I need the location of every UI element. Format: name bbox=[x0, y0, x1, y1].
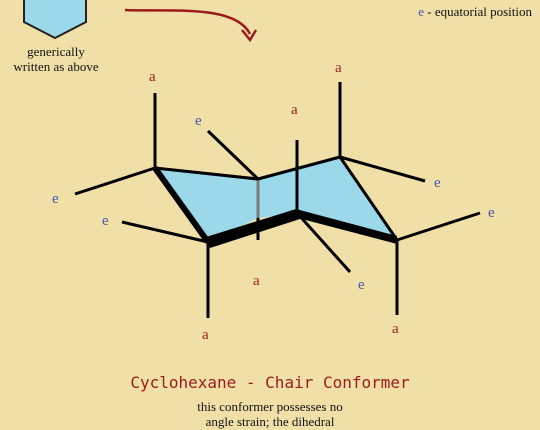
axial-label-4: a bbox=[291, 102, 298, 118]
equatorial-label-6: e bbox=[488, 205, 495, 221]
ring-bond-front-wedge bbox=[206, 209, 300, 248]
equatorial-label-1: e bbox=[52, 191, 59, 207]
diagram-title: Cyclohexane - Chair Conformer bbox=[130, 373, 410, 392]
legend-text: - equatorial position bbox=[424, 4, 532, 19]
equatorial-label-4: e bbox=[358, 277, 365, 293]
legend-symbol: e bbox=[418, 4, 425, 19]
equatorial-bond-6 bbox=[396, 211, 481, 242]
hexagon-icon bbox=[23, 0, 87, 40]
ring-bond-2 bbox=[257, 155, 341, 181]
arrow-head bbox=[241, 29, 258, 43]
ring-face-right bbox=[258, 157, 397, 240]
hexagon-caption: generically written as above bbox=[6, 44, 106, 74]
equatorial-bond-4 bbox=[295, 211, 352, 274]
legend: e - equatorial position bbox=[418, 4, 532, 19]
diagram-subtitle-line2: angle strain; the dihedral bbox=[205, 414, 335, 429]
hexagon-caption-line1: generically bbox=[27, 44, 85, 59]
axial-label-5: a bbox=[335, 60, 342, 76]
chair-diagram: a a a a a a e e e e e e bbox=[23, 0, 495, 343]
equatorial-bond-2 bbox=[121, 220, 209, 244]
equatorial-label-3: e bbox=[195, 113, 202, 129]
ring-bond-4 bbox=[152, 166, 211, 244]
axial-label-3: a bbox=[253, 273, 260, 289]
axial-label-6: a bbox=[392, 321, 399, 337]
equatorial-bond-5 bbox=[339, 155, 426, 183]
equatorial-label-2: e bbox=[102, 213, 109, 229]
axial-label-2: a bbox=[202, 327, 209, 343]
ring-bond-right-wedge bbox=[296, 209, 397, 244]
diagram-subtitle: this conformer possesses no bbox=[197, 399, 343, 414]
ring-face-left bbox=[155, 168, 258, 242]
ring-bond-3 bbox=[338, 156, 399, 241]
hexagon-caption-line2: written as above bbox=[13, 59, 99, 74]
ring-bond-1 bbox=[154, 166, 259, 181]
curved-arrow bbox=[124, 8, 252, 35]
equatorial-bond-3 bbox=[206, 129, 260, 181]
axial-label-1: a bbox=[149, 69, 156, 85]
equatorial-label-5: e bbox=[434, 175, 441, 191]
equatorial-bond-1 bbox=[74, 166, 156, 196]
